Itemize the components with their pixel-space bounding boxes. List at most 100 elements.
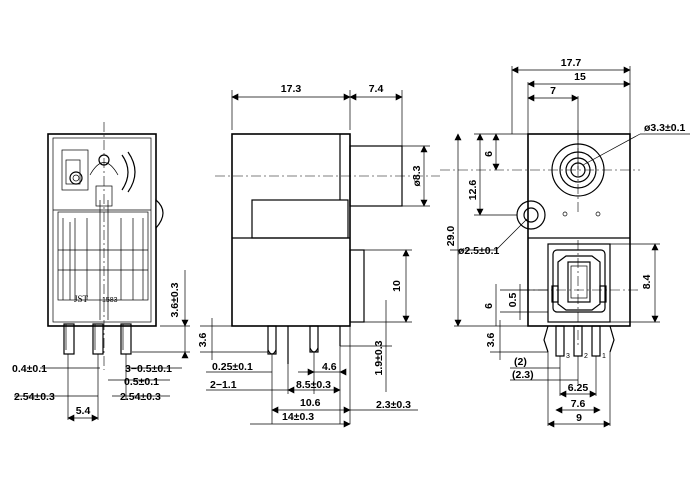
front-marking: JST — [74, 294, 89, 304]
front-contact-ring-inner — [72, 174, 80, 182]
side-dim-pin-offset: 4.6 — [322, 361, 337, 373]
side-pin-3 — [309, 325, 319, 353]
side-dim-pin-gap: 8.5±0.3 — [296, 379, 331, 391]
rear-arrow-15 — [559, 390, 567, 398]
side-dim-span: 10.6 — [300, 397, 321, 409]
rear-arrow-10 — [476, 208, 484, 216]
side-arrow-8 — [402, 315, 410, 323]
rear-dim-jack-y: 6 — [483, 151, 495, 157]
side-arrow-2 — [343, 93, 351, 101]
rear-arrow-20 — [603, 420, 611, 428]
side-arrow-12 — [333, 386, 341, 394]
rear-boss-hole — [523, 207, 539, 223]
side-dim-sleeve-len: 7.4 — [369, 83, 384, 95]
rear-port-latch-left — [551, 285, 559, 303]
side-pin-1 — [267, 325, 277, 355]
rear-dim-jack-y2: 12.6 — [467, 180, 479, 201]
rear-arrow-16 — [589, 390, 597, 398]
rear-dim-standoff: 3.6 — [485, 333, 497, 348]
rear-arrow-12 — [492, 163, 500, 171]
rear-dim-pin-span: 6.25 — [568, 382, 589, 394]
side-pin-1-tip — [267, 349, 277, 355]
front-side-bump — [155, 198, 164, 230]
front-dim-pin-width: 0.4±0.1 — [12, 363, 47, 375]
front-dim-pitch-right: 2.54±0.3 — [120, 391, 161, 403]
side-pin-3-tip — [309, 347, 319, 353]
rear-dim-height: 29.0 — [445, 226, 457, 247]
rear-jack-leader — [582, 133, 641, 166]
side-sleeve — [349, 145, 403, 207]
rear-pin-1 — [555, 325, 565, 357]
front-contact-left-inner — [65, 159, 81, 185]
side-arrow-14 — [343, 406, 351, 414]
side-dim-pin-ref: 2−1.1 — [210, 379, 237, 391]
front-dim-lead-w: 0.5±0.1 — [124, 376, 159, 388]
front-contact-left — [61, 149, 89, 191]
rear-port-shroud — [557, 255, 601, 311]
rear-dim-port-h: 8.4 — [641, 275, 653, 290]
front-arrow-4 — [91, 414, 99, 422]
side-arrow-9 — [307, 368, 315, 376]
front-dim-pin-row: 5.4 — [76, 405, 91, 417]
side-dim-pin-len: 1.9±0.3 — [373, 340, 385, 375]
side-window — [349, 249, 365, 323]
side-inner-step — [251, 199, 349, 239]
side-arrow-7 — [402, 249, 410, 257]
rear-arrow-2 — [623, 66, 631, 74]
front-body-outline — [47, 133, 157, 327]
front-spring-arc — [89, 162, 119, 176]
side-dim-pin-t: 0.25±0.1 — [212, 361, 253, 373]
side-dim-tail: 2.3±0.3 — [376, 399, 411, 411]
front-dim-pitch: 2.54±0.3 — [14, 391, 55, 403]
front-dim-height: 3.6±0.3 — [169, 282, 181, 317]
side-arrow-11 — [287, 386, 295, 394]
rear-port-outer — [547, 243, 611, 323]
side-dim-window-h: 10 — [391, 280, 403, 292]
rear-pin-3 — [591, 325, 601, 357]
rear-arrow-7 — [454, 133, 462, 141]
rear-dim-jack-hole: ø3.3±0.1 — [644, 122, 686, 134]
side-arrow-5 — [420, 145, 428, 153]
front-contact-leads — [69, 200, 109, 320]
rear-dim-body-w: 15 — [574, 71, 586, 83]
side-arrow-1 — [231, 93, 239, 101]
side-dim-body-len: 17.3 — [281, 83, 302, 95]
side-view: 17.3 7.4 ø8.3 10 3.6 — [197, 83, 440, 428]
rear-arrow-14 — [651, 315, 659, 323]
side-arrow-15 — [343, 420, 351, 428]
front-part-number: 1583 — [102, 297, 118, 304]
rear-pin-label-2: 2 — [584, 353, 588, 360]
front-arrow-1 — [181, 319, 189, 327]
rear-dim-base-w: 9 — [576, 412, 582, 424]
front-pin-inner — [65, 324, 124, 350]
rear-leg-right — [609, 325, 615, 353]
rear-view: 17.7 15 7 ø3.3±0.1 ø2.5±0.1 — [440, 57, 690, 428]
front-spring-right — [121, 154, 129, 191]
rear-port-frame — [552, 249, 606, 313]
side-dim-standoff: 3.6 — [197, 333, 209, 348]
rear-dim-port-y: 6 — [483, 303, 495, 309]
side-arrow-4 — [395, 93, 403, 101]
front-lower-frame — [57, 211, 149, 301]
front-contact-ring — [69, 171, 83, 185]
rear-port-lens — [570, 265, 588, 299]
rear-arrow-19 — [547, 420, 555, 428]
rear-port-latch-right — [599, 285, 607, 303]
side-arrow-3 — [349, 93, 357, 101]
front-center-block — [95, 185, 113, 207]
rear-port-window — [567, 261, 591, 303]
rear-dim-boss-hole: ø2.5±0.1 — [458, 245, 500, 257]
rear-arrow-17 — [555, 406, 563, 414]
rear-dim-ref1: (2) — [514, 356, 527, 368]
rear-dim-pin-span2: 7.6 — [571, 398, 586, 410]
side-dim-overall: 14±0.3 — [282, 411, 314, 423]
rear-arrow-13 — [651, 243, 659, 251]
rear-small-hole-1 — [562, 211, 568, 217]
rear-arrow-11 — [492, 133, 500, 141]
front-spring-right-outer — [127, 151, 136, 193]
side-arrow-10 — [339, 368, 347, 376]
rear-boss-leader — [495, 218, 528, 251]
rear-arrow-5 — [527, 94, 535, 102]
